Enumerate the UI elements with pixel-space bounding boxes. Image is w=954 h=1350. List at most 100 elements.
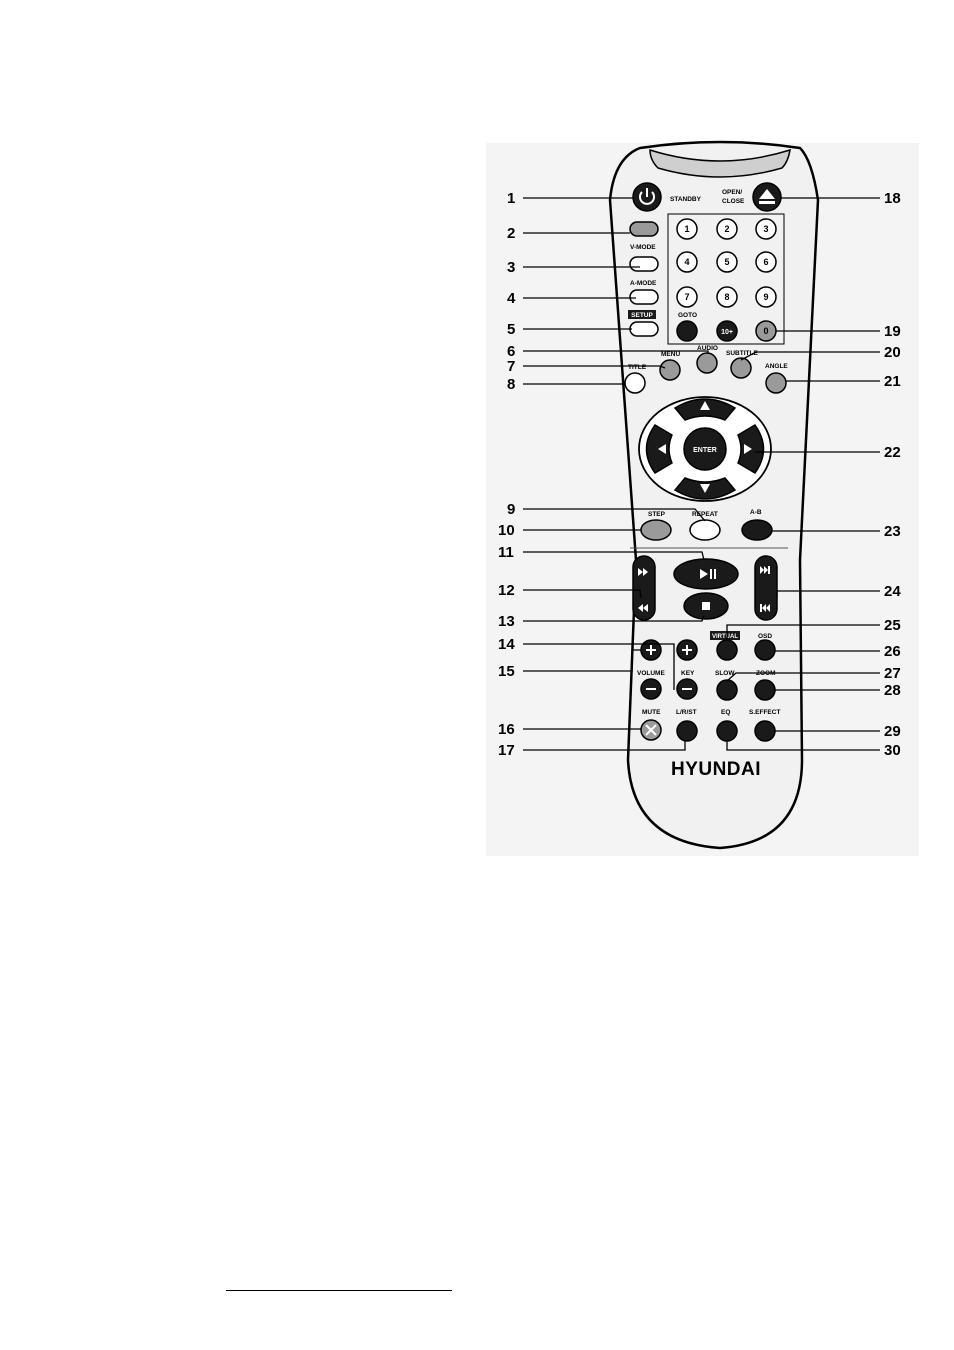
virtual-label: VIRTUAL [712, 634, 738, 640]
ten-plus-label: 10+ [721, 329, 733, 336]
goto-label: GOTO [678, 312, 697, 319]
standby-button[interactable] [633, 183, 661, 211]
volume-down-button[interactable] [641, 679, 661, 699]
title-button[interactable] [625, 373, 645, 393]
key-up-button[interactable] [677, 640, 697, 660]
callout-29: 29 [884, 723, 901, 740]
numpad-label-2: 2 [724, 224, 729, 234]
audio-button[interactable] [697, 353, 717, 373]
s-effect-label: S.EFFECT [749, 709, 780, 716]
a-mode-label: A-MODE [630, 280, 657, 287]
zoom-button[interactable] [755, 680, 775, 700]
volume-up-button[interactable] [641, 640, 661, 660]
callout-10: 10 [498, 522, 515, 539]
menu-button[interactable] [660, 360, 680, 380]
numpad-button-5[interactable]: 5 [717, 252, 737, 272]
numpad-label-1: 1 [684, 224, 689, 234]
numpad-button-7[interactable]: 7 [677, 287, 697, 307]
setup-label: SETUP [631, 312, 653, 319]
slow-button[interactable] [717, 680, 737, 700]
numpad-label-9: 9 [763, 292, 768, 302]
minus-icon [646, 688, 656, 690]
a-b-label: A-B [750, 509, 762, 516]
callout-21: 21 [884, 373, 901, 390]
repeat-label: REPEAT [692, 511, 718, 518]
osd-button[interactable] [755, 640, 775, 660]
skip-rocker[interactable] [755, 556, 777, 620]
s-effect-button[interactable] [755, 721, 775, 741]
volume-label: VOLUME [637, 670, 665, 677]
angle-button[interactable] [766, 373, 786, 393]
numpad-button-6[interactable]: 6 [756, 252, 776, 272]
step-button[interactable] [641, 520, 671, 540]
callout-24: 24 [884, 583, 901, 600]
goto-button[interactable] [677, 321, 697, 341]
a-mode-button[interactable] [630, 290, 658, 304]
callout-30: 30 [884, 742, 901, 759]
numpad-label-4: 4 [684, 257, 689, 267]
repeat-button[interactable] [690, 520, 720, 540]
callout-4: 4 [507, 290, 516, 307]
numpad-button-8[interactable]: 8 [717, 287, 737, 307]
virtual-label-box: VIRTUAL [710, 631, 740, 640]
numpad-label-0: 0 [763, 326, 768, 336]
virtual-button[interactable] [717, 640, 737, 660]
a-b-button[interactable] [742, 520, 772, 540]
l-r-st-button[interactable] [677, 721, 697, 741]
callout-11: 11 [498, 544, 514, 561]
callout-28: 28 [884, 682, 901, 699]
setup-button[interactable] [630, 322, 658, 336]
numpad-button-3[interactable]: 3 [756, 219, 776, 239]
footnote-separator [226, 1290, 452, 1291]
menu-label: MENU [661, 351, 680, 358]
subtitle-button[interactable] [731, 358, 751, 378]
numpad-button-1[interactable]: 1 [677, 219, 697, 239]
v-mode-button[interactable] [630, 257, 658, 271]
enter-button[interactable]: ENTER [684, 428, 726, 470]
play-pause-button[interactable] [674, 559, 738, 589]
stop-button[interactable] [684, 593, 728, 619]
numpad-label-5: 5 [724, 257, 729, 267]
left-button[interactable] [647, 425, 673, 473]
callout-5: 5 [507, 321, 515, 338]
callout-9: 9 [507, 501, 515, 518]
callout-25: 25 [884, 617, 901, 634]
setup-label-box: SETUP [628, 310, 656, 319]
right-button[interactable] [738, 425, 764, 473]
minus-icon [682, 688, 692, 690]
angle-label: ANGLE [765, 363, 788, 370]
callout-2: 2 [507, 225, 515, 242]
callout-8: 8 [507, 376, 515, 393]
callout-23: 23 [884, 523, 901, 540]
stop-icon [702, 602, 710, 610]
callout-3: 3 [507, 259, 515, 276]
numpad-button-4[interactable]: 4 [677, 252, 697, 272]
callout-15: 15 [498, 663, 515, 680]
ten-plus-button[interactable]: 10+ [717, 321, 737, 341]
open-close-label-line2: CLOSE [722, 198, 745, 205]
callout-20: 20 [884, 344, 901, 361]
callout-17: 17 [498, 742, 515, 759]
callout-1: 1 [507, 190, 515, 207]
step-label: STEP [648, 511, 666, 518]
osd-label: OSD [758, 633, 772, 640]
open-close-label-line1: OPEN/ [722, 189, 742, 196]
numpad-label-6: 6 [763, 257, 768, 267]
callout-16: 16 [498, 721, 515, 738]
left-top-button[interactable] [630, 222, 658, 236]
callout-22: 22 [884, 444, 901, 461]
numpad-button-9[interactable]: 9 [756, 287, 776, 307]
enter-label: ENTER [693, 447, 717, 454]
mute-button[interactable] [641, 720, 661, 740]
key-down-button[interactable] [677, 679, 697, 699]
callout-12: 12 [498, 582, 515, 599]
title-label: TITLE [628, 364, 647, 371]
numpad-button-2[interactable]: 2 [717, 219, 737, 239]
callout-26: 26 [884, 643, 901, 660]
open-close-button[interactable] [753, 183, 781, 211]
callout-7: 7 [507, 358, 515, 375]
ff-rewind-rocker[interactable] [633, 556, 655, 620]
eq-button[interactable] [717, 721, 737, 741]
numpad-button-0[interactable]: 0 [756, 321, 776, 341]
brand-logo: HYUNDAI [671, 759, 761, 780]
